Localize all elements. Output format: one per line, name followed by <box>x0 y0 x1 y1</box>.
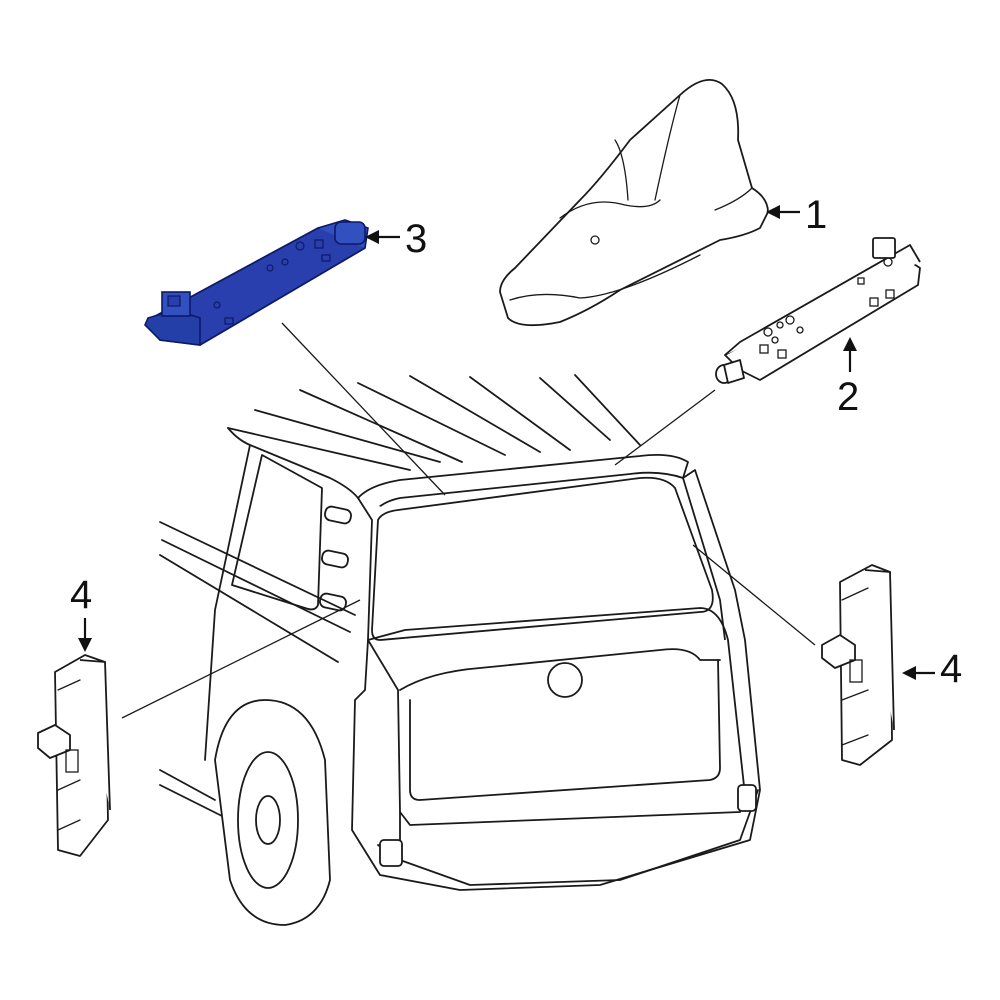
shark-fin-antenna[interactable] <box>499 79 769 327</box>
sensor-module-right[interactable] <box>821 564 895 766</box>
sensor-module-left[interactable] <box>37 654 111 857</box>
callout-1-label: 1 <box>805 193 827 237</box>
leader-right-sensor <box>692 544 816 646</box>
leader-lines <box>121 322 816 719</box>
callout-4-right-label: 4 <box>940 647 962 691</box>
callout-4-left-label: 4 <box>70 573 92 617</box>
antenna-control-module-highlighted[interactable] <box>144 219 369 346</box>
callout-4-left: 4 <box>70 573 92 652</box>
callout-4-right: 4 <box>902 647 962 691</box>
leader-amplifier-to-roof <box>614 389 716 466</box>
callout-3: 3 <box>365 217 427 261</box>
callout-2-label: 2 <box>837 375 859 419</box>
leader-module-to-roof <box>281 322 446 496</box>
antenna-amplifier-module[interactable] <box>715 237 921 384</box>
callout-3-label: 3 <box>405 217 427 261</box>
callout-1: 1 <box>766 193 827 237</box>
vehicle-rear-view <box>159 374 761 926</box>
leader-left-sensor <box>121 599 361 719</box>
callout-2: 2 <box>837 337 859 419</box>
